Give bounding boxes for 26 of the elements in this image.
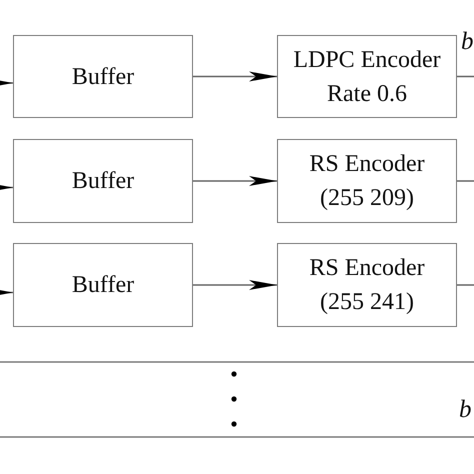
block-title: LDPC Encoder <box>293 46 441 74</box>
encoder-box <box>277 139 457 223</box>
connector-line <box>457 180 474 182</box>
signal-label: b <box>461 28 474 56</box>
buffer-box <box>13 243 193 327</box>
block-title: RS Encoder <box>309 150 425 179</box>
arrow <box>193 280 277 290</box>
arrow <box>0 182 13 192</box>
arrow <box>193 72 277 82</box>
buffer-box <box>13 35 193 118</box>
signal-label: b <box>459 396 472 424</box>
block-title: Buffer <box>72 62 134 92</box>
encoder-box <box>277 243 457 327</box>
buffer-box <box>13 139 193 223</box>
connector-line <box>457 76 474 78</box>
block-subtitle: (255 241) <box>320 288 414 317</box>
block-title: RS Encoder <box>309 254 425 283</box>
arrow <box>193 176 277 186</box>
block-title: Buffer <box>72 271 134 300</box>
arrow <box>0 78 13 88</box>
arrow <box>0 288 13 298</box>
block-title: Buffer <box>72 167 134 196</box>
block-subtitle: (255 209) <box>320 184 414 213</box>
block-subtitle: Rate 0.6 <box>327 80 407 108</box>
connector-line <box>457 284 474 286</box>
encoder-box <box>277 35 457 118</box>
